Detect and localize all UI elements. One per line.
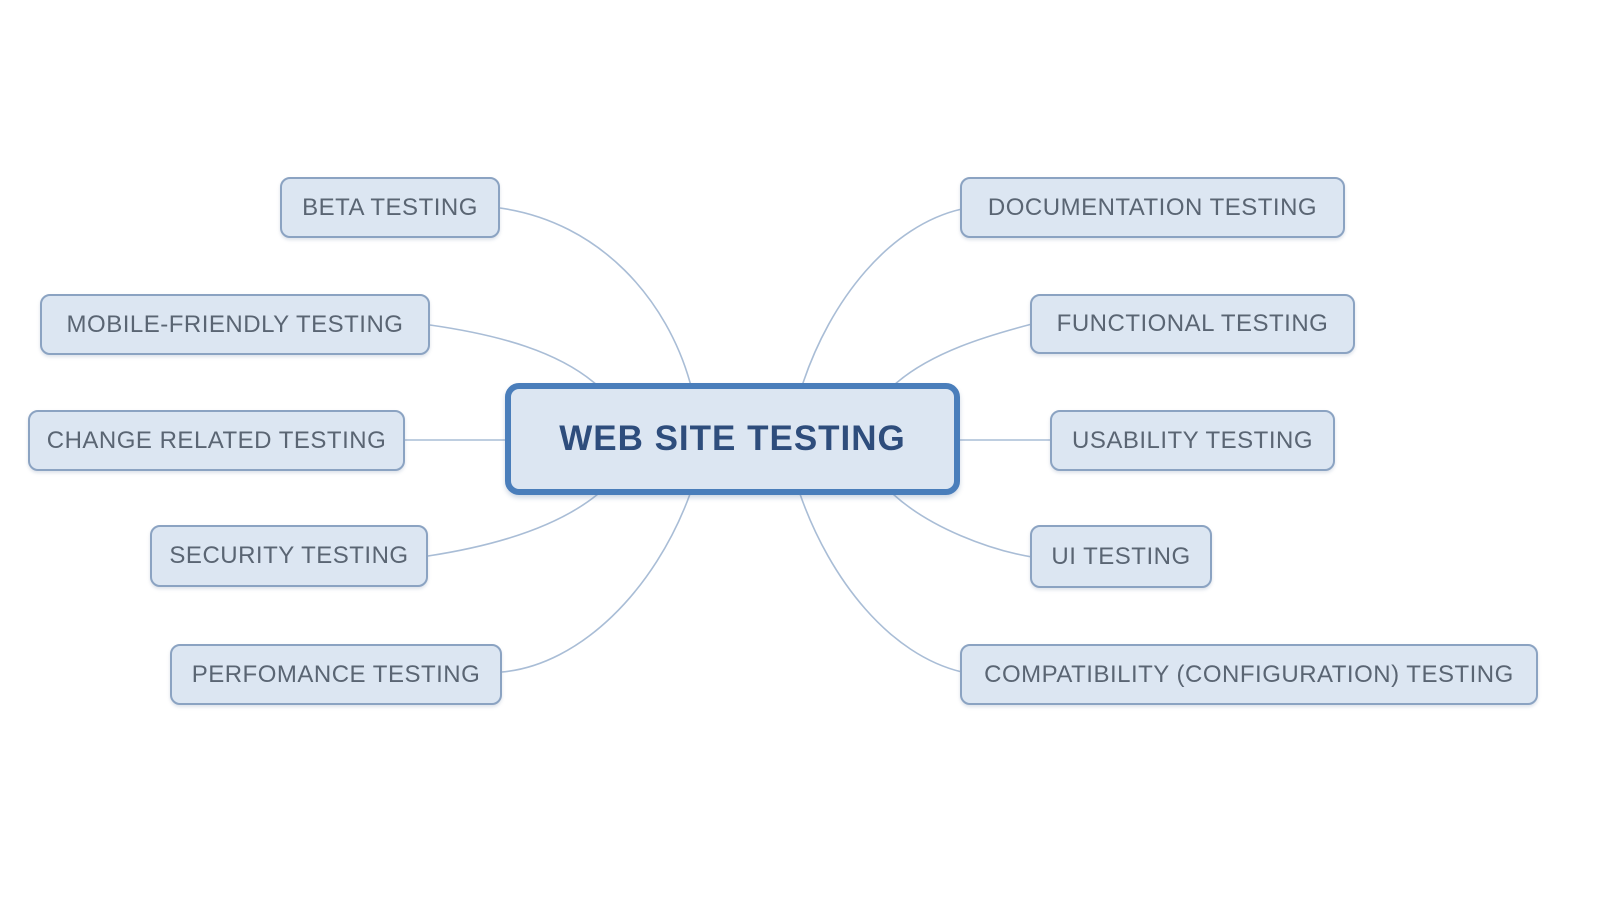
central-node-web-site-testing: WEB SITE TESTING <box>505 383 960 495</box>
node-label: USABILITY TESTING <box>1071 426 1313 454</box>
node-ui-testing: UI TESTING <box>1030 525 1212 588</box>
connector-beta <box>499 207 692 387</box>
node-beta-testing: BETA TESTING <box>280 177 500 238</box>
node-security-testing: SECURITY TESTING <box>150 525 428 587</box>
node-mobile-friendly-testing: MOBILE-FRIENDLY TESTING <box>40 294 430 355</box>
node-label: DOCUMENTATION TESTING <box>987 193 1318 221</box>
connector-security <box>427 493 599 557</box>
node-label: PERFOMANCE TESTING <box>191 660 481 688</box>
node-label: FUNCTIONAL TESTING <box>1056 310 1329 337</box>
node-label: MOBILE-FRIENDLY TESTING <box>66 310 404 338</box>
node-documentation-testing: DOCUMENTATION TESTING <box>960 177 1345 238</box>
node-usability-testing: USABILITY TESTING <box>1050 410 1335 471</box>
central-node-label: WEB SITE TESTING <box>559 419 906 458</box>
connector-documentation <box>801 208 963 387</box>
node-label: UI TESTING <box>1051 542 1191 570</box>
node-functional-testing: FUNCTIONAL TESTING <box>1030 294 1355 354</box>
connector-functional <box>892 323 1033 387</box>
node-label: BETA TESTING <box>302 193 478 221</box>
connector-ui <box>892 493 1033 558</box>
node-performance-testing: PERFOMANCE TESTING <box>170 644 502 705</box>
node-compatibility-configuration-testing: COMPATIBILITY (CONFIGURATION) TESTING <box>960 644 1538 705</box>
node-label: COMPATIBILITY (CONFIGURATION) TESTING <box>984 660 1514 688</box>
connector-compatibility <box>799 493 963 673</box>
node-label: CHANGE RELATED TESTING <box>46 426 387 454</box>
connector-mobile <box>429 324 599 387</box>
node-label: SECURITY TESTING <box>169 542 409 569</box>
node-change-related-testing: CHANGE RELATED TESTING <box>28 410 405 471</box>
connector-performance <box>501 493 691 673</box>
